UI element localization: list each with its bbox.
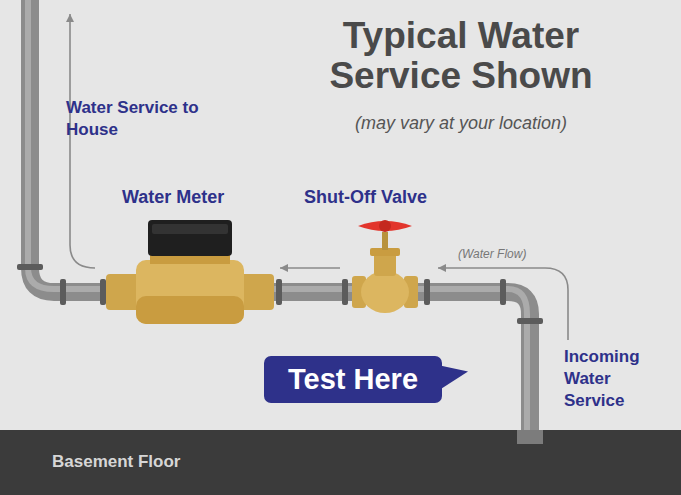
part-label: Water Meter <box>122 187 224 208</box>
flow-arrow <box>438 268 568 340</box>
pipe <box>517 430 543 444</box>
callout-pointer <box>440 366 468 390</box>
water-meter <box>106 220 274 324</box>
callout-box-text: Test Here <box>288 363 418 396</box>
title: Typical Water Service Shown <box>296 16 626 96</box>
part-label: Shut-Off Valve <box>304 187 427 208</box>
pipe-label: Incoming Water Service <box>564 346 674 412</box>
flow-label: (Water Flow) <box>456 247 528 261</box>
flow-arrow <box>280 267 340 269</box>
floor-band: Basement Floor <box>0 430 681 495</box>
floor-band-text: Basement Floor <box>52 452 180 472</box>
flow-arrow <box>70 14 95 268</box>
pipe-label: Water Service to House <box>66 97 236 141</box>
basement-floor <box>0 430 681 495</box>
shut-off-valve <box>352 220 418 313</box>
callout-box: Test Here <box>264 356 442 403</box>
subtitle: (may vary at your location) <box>296 113 626 134</box>
pipe-coupling <box>17 264 543 324</box>
